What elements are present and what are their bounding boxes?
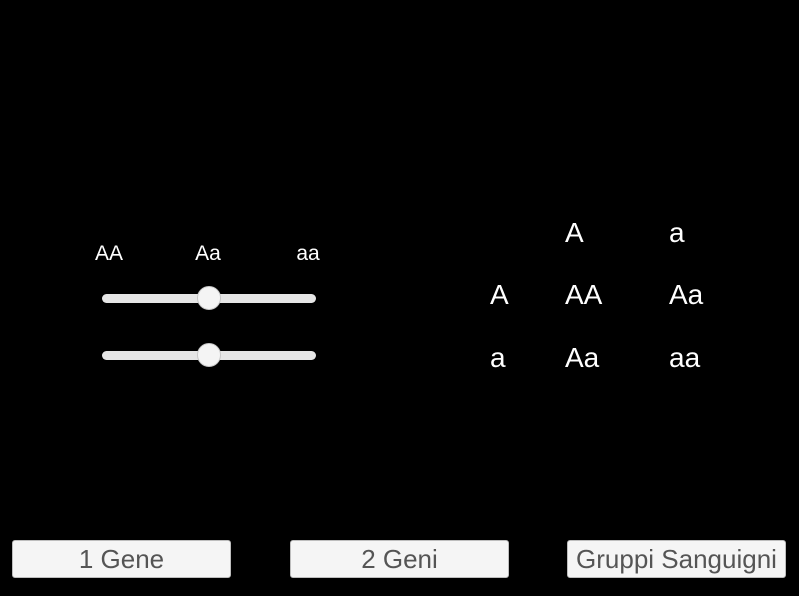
punnett-cell-aa: aa: [669, 342, 701, 373]
allele-slider-2[interactable]: [102, 343, 316, 367]
label-aa: aa: [296, 242, 320, 265]
punnett-cell-Aa-bottom: Aa: [565, 342, 600, 373]
label-Aa: Aa: [195, 242, 221, 265]
label-AA: AA: [94, 242, 124, 265]
one-gene-button[interactable]: 1 Gene: [12, 540, 231, 578]
punnett-cell-Aa-top: Aa: [669, 279, 704, 310]
two-genes-button[interactable]: 2 Geni: [290, 540, 509, 578]
blood-groups-button[interactable]: Gruppi Sanguigni: [567, 540, 786, 578]
punnett-col-header-A: A: [565, 217, 584, 248]
slider-thumb[interactable]: [197, 343, 221, 367]
punnett-cell-AA: AA: [565, 279, 603, 310]
slider-thumb[interactable]: [197, 286, 221, 310]
allele-slider-1[interactable]: [102, 286, 316, 310]
punnett-col-header-a: a: [669, 217, 685, 248]
punnett-row-header-A: A: [490, 279, 509, 310]
punnett-row-header-a: a: [490, 342, 506, 373]
